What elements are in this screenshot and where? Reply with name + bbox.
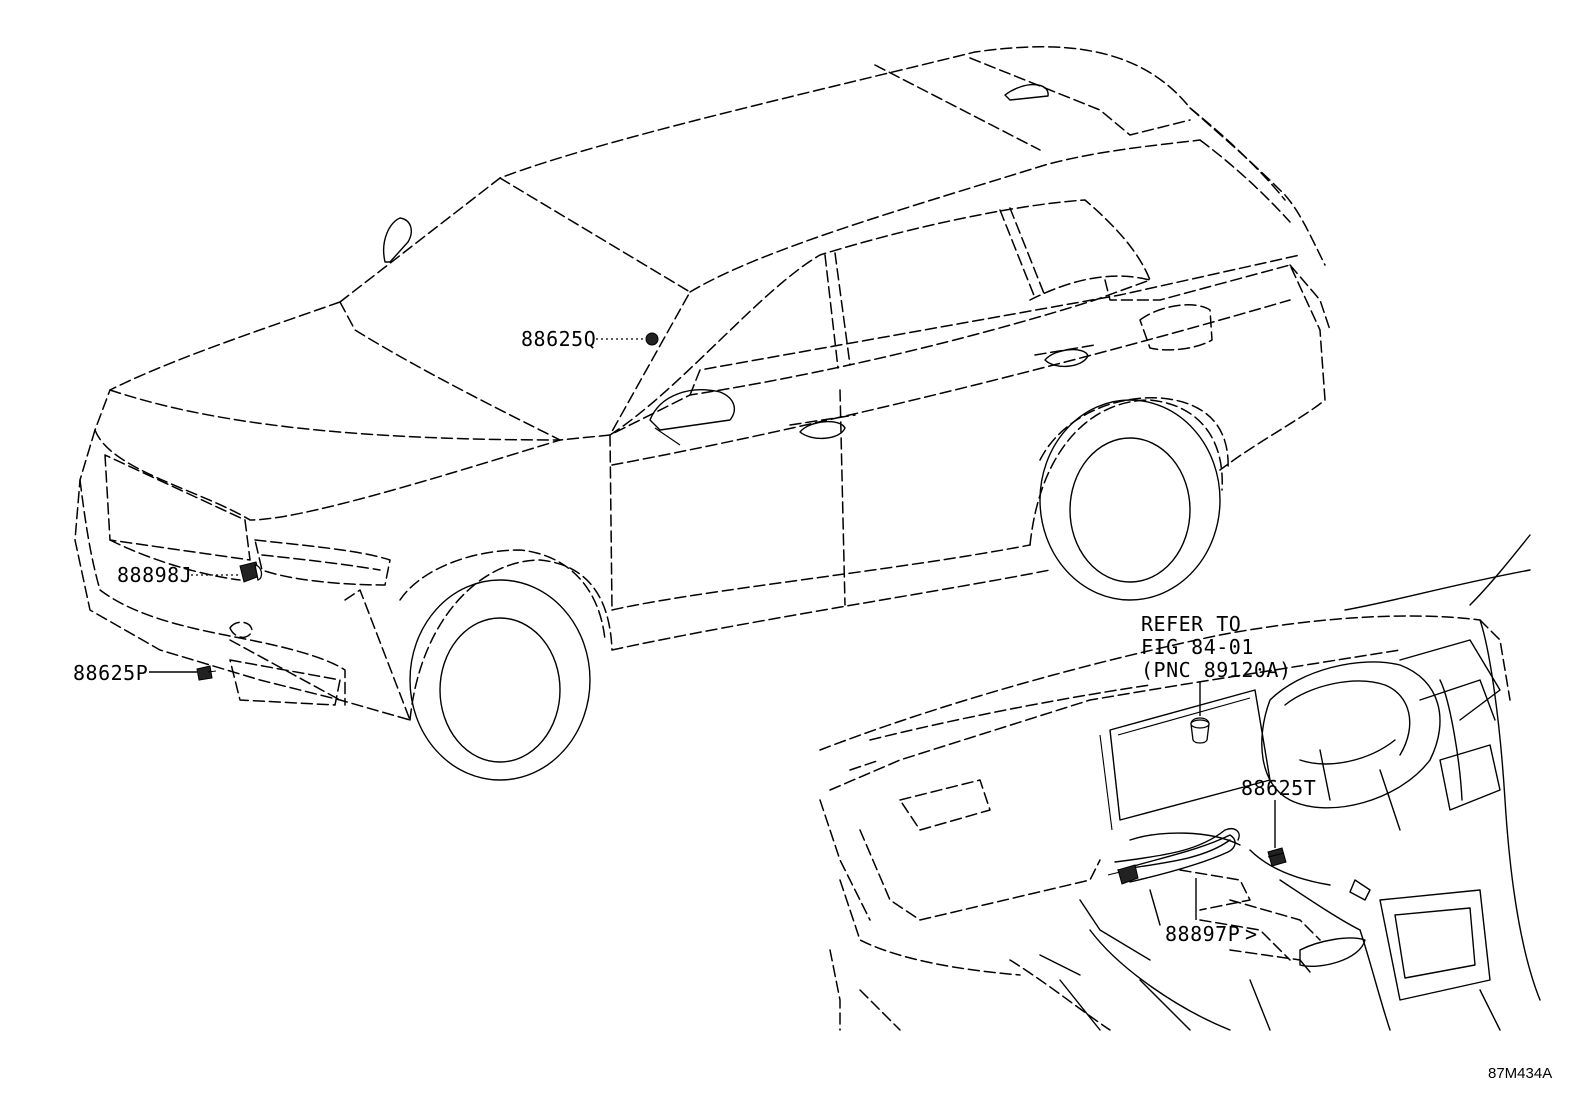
label-88897p-arrow: > [1245,922,1258,946]
part-88625p [196,665,217,681]
label-88625q: 88625Q [521,327,596,351]
leader-lines [149,338,1276,920]
label-refer-line3: (PNC 89120A) [1141,658,1292,682]
part-88898j [239,561,263,583]
dashboard-inset [819,534,1541,1031]
vehicle-outline [74,46,1331,781]
label-88897p: 88897P [1165,922,1240,946]
part-88625t [1267,847,1287,867]
label-88625t: 88625T [1241,776,1316,800]
part-88897p [1107,864,1139,885]
label-refer-line1: REFER TO [1141,612,1241,636]
label-refer-line2: FIG 84-01 [1141,635,1254,659]
label-88898j: 88898J [117,563,192,587]
figure-code: 87M434A [1488,1065,1552,1082]
part-89120a [1190,717,1210,744]
label-88625p: 88625P [73,661,148,685]
part-88625q [645,332,659,346]
